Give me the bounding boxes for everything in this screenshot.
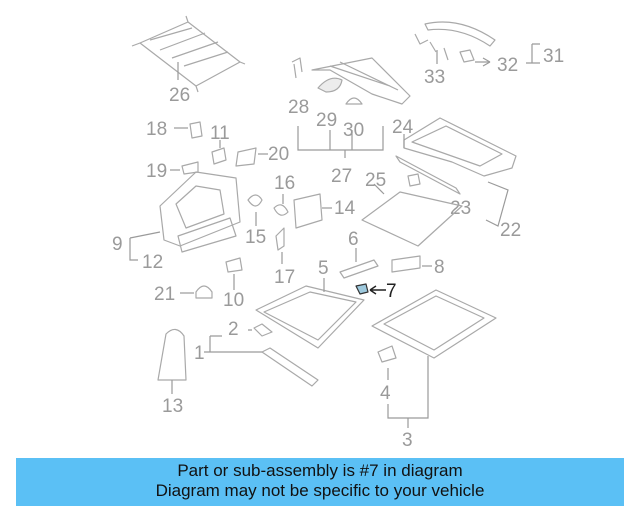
callout-15: 15 [245,227,266,248]
callout-4: 4 [380,383,391,404]
callout-26: 26 [169,85,190,106]
callout-21: 21 [154,284,175,305]
part-14-panel [293,193,332,229]
part-26-cargo-cover [131,15,246,93]
callout-13: 13 [162,396,183,417]
part-20-cover [235,147,268,167]
callout-17: 17 [274,267,295,288]
callout-28: 28 [288,97,309,118]
callout-11: 11 [210,123,230,144]
caption-bar: Part or sub-assembly is #7 in diagram Di… [16,458,624,506]
callout-16: 16 [274,173,295,194]
part-1-sill-trim [204,323,319,387]
callout-22: 22 [500,220,521,241]
part-7-highlighted [355,283,386,295]
part-3-floor-pan [371,289,497,428]
callout-18: 18 [146,119,167,140]
part-18-clip [174,121,203,139]
callout-6: 6 [348,229,359,250]
callout-14: 14 [334,198,356,219]
part-33-trim-strip [414,21,540,67]
callout-24: 24 [392,117,414,138]
callout-31: 31 [543,46,564,67]
part-13-side-panel [157,328,187,394]
callout-10: 10 [223,290,244,311]
callout-3: 3 [402,430,413,451]
callout-20: 20 [268,144,289,165]
callout-29: 29 [316,110,337,131]
parts-diagram: 26 33 32 31 28 29 30 27 24 22 23 25 [112,15,564,451]
callout-27: 27 [331,166,352,187]
callout-19: 19 [146,161,167,182]
part-19-clip [170,161,199,175]
part-27-upper-trim [291,57,411,158]
callout-32: 32 [497,55,518,76]
callout-9: 9 [112,234,123,255]
part-21-grommet [180,285,213,299]
callout-12: 12 [142,252,163,273]
callout-1: 1 [194,343,205,364]
part-10-hook [225,257,243,290]
callout-2: 2 [228,319,239,340]
part-8-bracket [391,255,432,273]
part-22-parcel-shelf [395,117,517,227]
caption-line-1: Part or sub-assembly is #7 in diagram [177,461,463,480]
callout-30: 30 [343,120,364,141]
part-6-bracket [339,248,379,279]
part-25-floor-panel [361,183,463,247]
callout-5: 5 [318,258,329,279]
part-15-16-17-clips [247,194,289,264]
caption-line-2: Diagram may not be specific to your vehi… [155,481,485,500]
callout-7: 7 [386,281,397,302]
part-9-side-trim [129,171,241,261]
callout-25: 25 [365,170,386,191]
part-11-bracket [211,140,227,165]
callout-8: 8 [434,257,445,278]
callout-23: 23 [450,198,471,219]
part-5-cargo-floor [255,278,365,349]
callout-33: 33 [424,67,445,88]
